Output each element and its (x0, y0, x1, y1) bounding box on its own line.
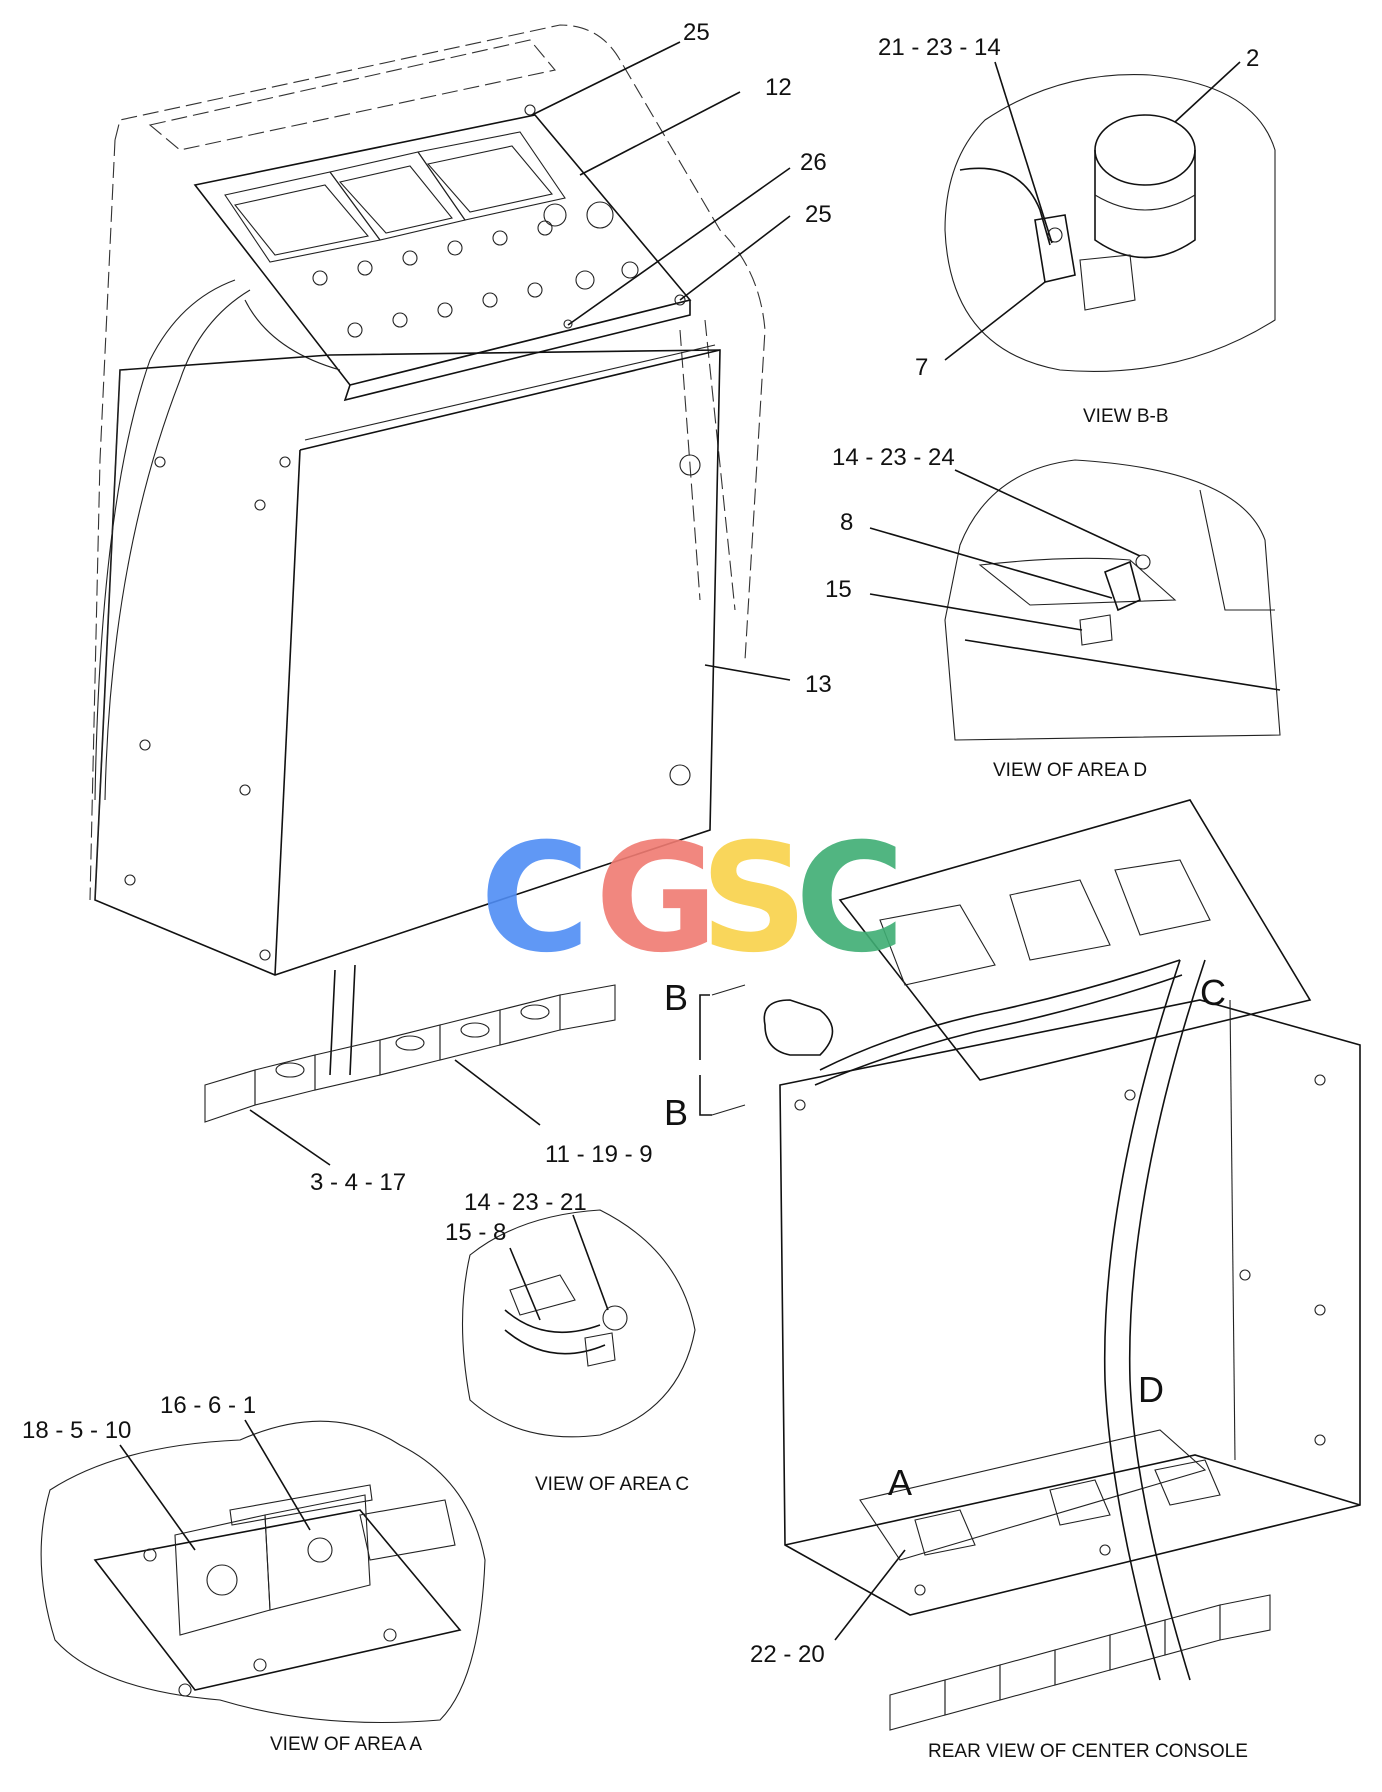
view-letters: B B C D A (664, 972, 1226, 1503)
callout-14-23-21: 14 - 23 - 21 (464, 1189, 587, 1216)
view-area-c-drawing (461, 1209, 696, 1438)
view-captions: VIEW B-B VIEW OF AREA D VIEW OF AREA C V… (270, 406, 1248, 1762)
callout-labels: 25 12 26 25 13 11 - 19 - 9 3 - 4 - 17 21… (22, 19, 1259, 1668)
main-console-drawing (89, 24, 791, 1166)
rear-view-drawing (699, 799, 1361, 1731)
watermark-letter: C (795, 812, 905, 986)
area-letter-c: C (1200, 972, 1226, 1013)
view-area-a-drawing (40, 1419, 486, 1724)
watermark-letter: C (480, 812, 590, 986)
watermark-letter: S (700, 812, 808, 986)
view-area-d-drawing (869, 459, 1281, 741)
area-letter-a: A (888, 1462, 912, 1503)
callout-12: 12 (765, 74, 792, 101)
callout-11-19-9: 11 - 19 - 9 (545, 1141, 653, 1168)
callout-22-20: 22 - 20 (750, 1641, 825, 1668)
watermark: C G S C (480, 812, 905, 986)
callout-8: 8 (840, 509, 853, 536)
callout-2: 2 (1246, 45, 1259, 72)
area-letter-d: D (1138, 1369, 1164, 1410)
caption-view-area-c: VIEW OF AREA C (535, 1474, 689, 1495)
section-letter-b-top: B (664, 977, 688, 1018)
callout-25-top: 25 (683, 19, 710, 46)
view-bb-drawing (944, 61, 1276, 372)
caption-view-area-a: VIEW OF AREA A (270, 1734, 422, 1755)
callout-13: 13 (805, 671, 832, 698)
callout-26: 26 (800, 149, 827, 176)
callout-18-5-10: 18 - 5 - 10 (22, 1417, 131, 1444)
section-letter-b-bottom: B (664, 1092, 688, 1133)
callout-25-right: 25 (805, 201, 832, 228)
callout-16-6-1: 16 - 6 - 1 (160, 1392, 256, 1419)
callout-14-23-24: 14 - 23 - 24 (832, 444, 955, 471)
caption-view-area-d: VIEW OF AREA D (993, 760, 1147, 781)
callout-21-23-14: 21 - 23 - 14 (878, 34, 1001, 61)
callout-7: 7 (915, 354, 928, 381)
caption-view-bb: VIEW B-B (1083, 406, 1169, 427)
callout-3-4-17: 3 - 4 - 17 (310, 1169, 406, 1196)
caption-rear-view: REAR VIEW OF CENTER CONSOLE (928, 1741, 1248, 1762)
callout-15: 15 (825, 576, 852, 603)
watermark-letter: G (595, 812, 718, 986)
callout-15-8: 15 - 8 (445, 1219, 506, 1246)
